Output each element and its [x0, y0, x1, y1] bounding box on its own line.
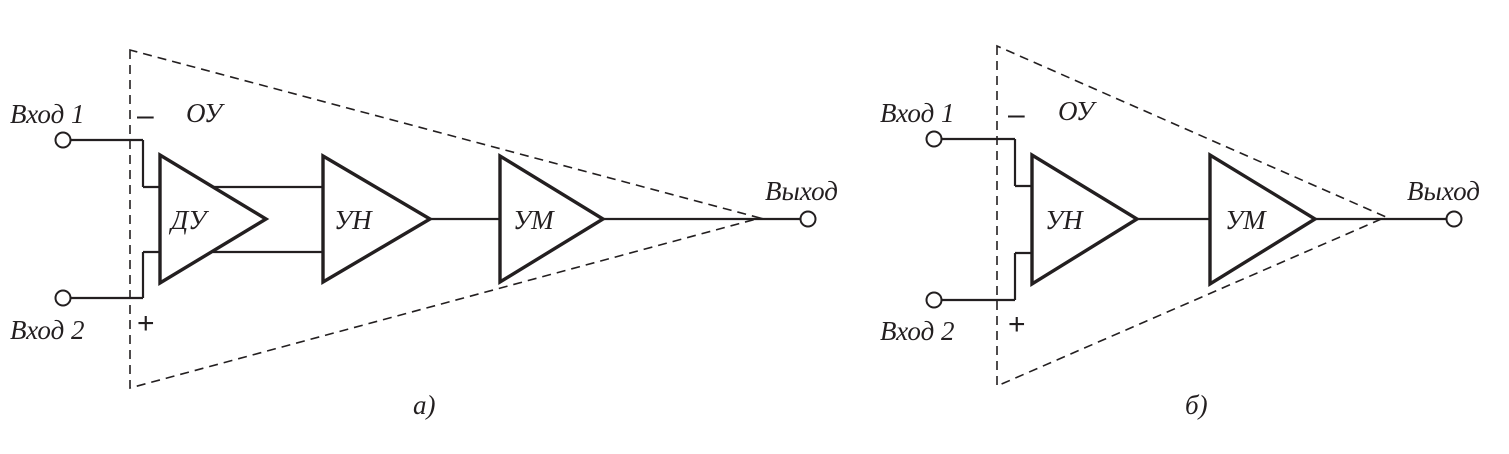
- voltage-amplifier-triangle-b: [1030, 151, 1141, 288]
- voltage-amplifier-triangle-a: [321, 153, 434, 285]
- input2-label-a: Вход 2: [10, 315, 84, 345]
- caption-a: а): [413, 390, 436, 420]
- input1-terminal-b: [925, 130, 943, 148]
- caption-b: б): [1185, 390, 1208, 420]
- panel-a: Вход 1 Вход 2 – + ОУ ДУ УН УМ Выход а): [10, 48, 838, 420]
- input1-label-b: Вход 1: [880, 98, 954, 128]
- stage-um-label-a: УМ: [513, 205, 555, 235]
- input1-terminal-a: [54, 131, 72, 149]
- power-amplifier-triangle-a: [498, 152, 607, 286]
- noninverting-sign-b: +: [1008, 308, 1026, 341]
- output-label-a: Выход: [765, 176, 838, 206]
- differential-amplifier-triangle: [158, 151, 270, 287]
- output-terminal-a: [799, 210, 817, 228]
- stage-un-label-b: УН: [1045, 205, 1084, 235]
- opamp-label-b: ОУ: [1058, 96, 1097, 126]
- opamp-outline-a: [129, 48, 764, 390]
- opamp-outline-b: [996, 44, 1388, 388]
- power-amplifier-triangle-b: [1208, 151, 1319, 288]
- noninverting-sign-a: +: [137, 307, 155, 340]
- input2-terminal-b: [925, 291, 943, 309]
- input2-label-b: Вход 2: [880, 316, 954, 346]
- output-label-b: Выход: [1407, 176, 1480, 206]
- input1-label-a: Вход 1: [10, 99, 84, 129]
- inverting-sign-b: –: [1008, 98, 1025, 131]
- inverting-sign-a: –: [137, 99, 154, 132]
- opamp-label-a: ОУ: [186, 98, 225, 128]
- stage-du-label: ДУ: [168, 205, 209, 235]
- stage-um-label-b: УМ: [1225, 205, 1267, 235]
- input2-terminal-a: [54, 289, 72, 307]
- panel-b: Вход 1 Вход 2 – + ОУ УН УМ Выход б): [880, 44, 1480, 420]
- stage-un-label-a: УН: [334, 205, 373, 235]
- output-terminal-b: [1445, 210, 1463, 228]
